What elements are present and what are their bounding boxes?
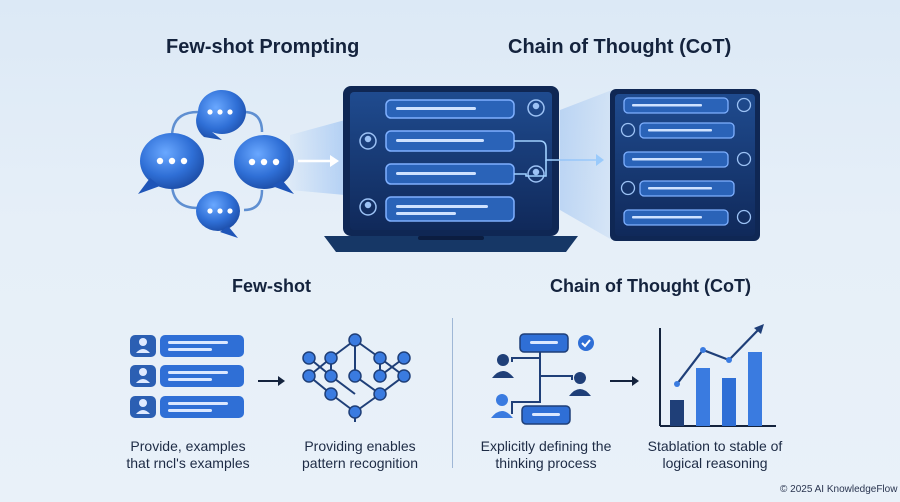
few-shot-prompting-title: Few-shot Prompting [166, 36, 360, 58]
arrow-right-icon [610, 376, 639, 386]
row-lines [396, 107, 488, 215]
neural-network-icon [302, 333, 411, 422]
chat-bubble-icon [138, 133, 204, 194]
top-illustration [138, 86, 760, 252]
cot-heading: Chain of Thought (CoT) [550, 276, 751, 296]
chat-bubble-icon [196, 90, 246, 140]
user-icon [492, 354, 514, 378]
light-beam [290, 120, 345, 195]
bottom-icons [130, 324, 776, 427]
user-icon [359, 99, 545, 216]
user-icon [491, 394, 513, 418]
user-icon [569, 372, 591, 396]
bar-chart-icon [659, 324, 776, 427]
cot-row-lines [632, 104, 712, 219]
chat-bubble-icon [196, 191, 240, 238]
light-beam [560, 90, 612, 240]
example-list-icon [130, 335, 244, 418]
caption-provide-examples: Provide, examples that rncl's examples [126, 438, 250, 471]
arrow-right-icon [298, 155, 339, 167]
caption-thinking-process: Explicitly defining the thinking process [480, 438, 612, 471]
arrow-right-icon [258, 376, 285, 386]
flow-lines [514, 140, 596, 177]
caption-logical-reasoning: Stablation to stable of logical reasonin… [647, 438, 783, 471]
chat-bubble-icon [234, 135, 294, 194]
check-icon [578, 335, 594, 351]
few-shot-heading: Few-shot [232, 276, 311, 296]
copyright-footer: © 2025 AI KnowledgeFlow [780, 484, 898, 495]
user-icon [620, 97, 752, 225]
chain-of-thought-title: Chain of Thought (CoT) [508, 36, 732, 58]
flowchart-icon [491, 333, 594, 425]
caption-pattern-recognition: Providing enables pattern recognition [302, 438, 418, 471]
section-divider [452, 318, 453, 468]
